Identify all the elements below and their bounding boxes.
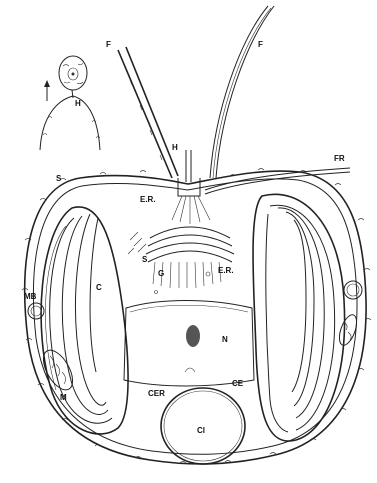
label-mitochondria-body: MB	[24, 292, 37, 301]
inset-cell	[40, 56, 100, 150]
label-chloroplast: C	[96, 283, 102, 292]
cell-body	[22, 169, 371, 465]
flagellum-left	[118, 47, 178, 178]
label-flagellum-left: F	[106, 40, 111, 49]
label-scales-golgi: S	[142, 255, 148, 264]
chloroplast-right	[253, 194, 345, 441]
label-golgi: G	[158, 269, 164, 278]
flagellum-right	[210, 6, 274, 178]
label-er-right: E.R.	[218, 266, 234, 275]
label-flagellum-right: F	[258, 40, 263, 49]
haptonema	[186, 150, 191, 182]
label-chloroplast-envelope: CE	[232, 379, 244, 388]
label-mitochondrion: M	[60, 393, 67, 402]
label-chloroplast-er: CER	[148, 389, 165, 398]
label-haptonema: H	[172, 143, 178, 152]
label-haptonema-inset: H	[75, 99, 81, 108]
label-scales: S	[56, 174, 62, 183]
label-er-left: E.R.	[140, 195, 156, 204]
label-chrysolaminarin: Cl	[197, 426, 205, 435]
nucleus	[124, 301, 254, 387]
chloroplast-left	[41, 207, 128, 434]
label-nucleus: N	[222, 335, 228, 344]
label-fibrous-root: FR	[334, 154, 345, 163]
mitochondria-body-right	[344, 281, 362, 299]
